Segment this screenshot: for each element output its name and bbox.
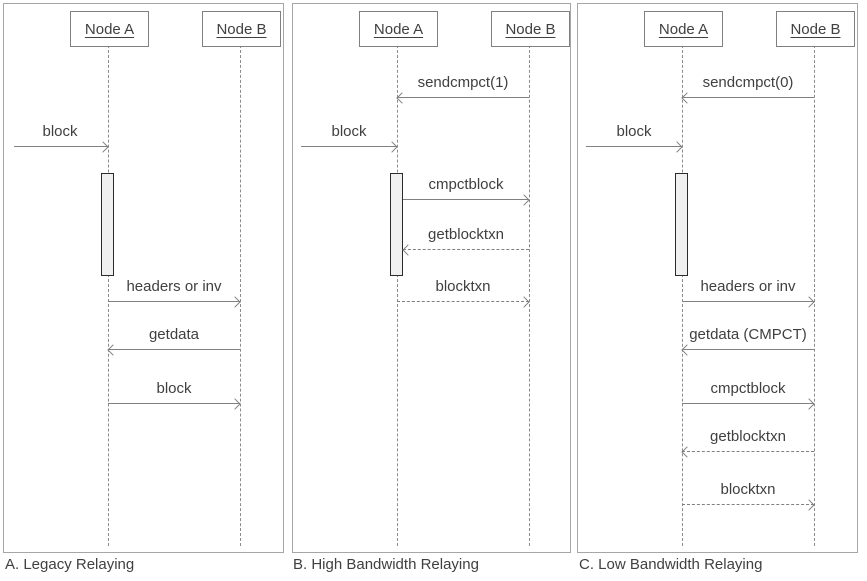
node-a-activation-bar xyxy=(101,173,114,276)
arrow-cmpctblock xyxy=(403,199,529,200)
node-a-box: Node A xyxy=(70,11,149,47)
arrow-headers-or-inv xyxy=(108,301,240,302)
caption-legacy-relaying: A. Legacy Relaying xyxy=(5,556,135,573)
arrow-sendcmpct1 xyxy=(397,97,529,98)
message-label-headers-or-inv: headers or inv xyxy=(126,278,222,295)
node-b-box: Node B xyxy=(202,11,281,47)
node-b-lifeline xyxy=(529,45,530,546)
arrow-getblocktxn xyxy=(682,451,814,452)
caption-high-bandwidth-relaying: B. High Bandwidth Relaying xyxy=(293,556,479,573)
node-a-label: Node A xyxy=(373,20,424,38)
message-label-cmpctblock: cmpctblock xyxy=(428,176,504,193)
node-a-activation-bar xyxy=(390,173,403,276)
arrow-getdata-cmpct xyxy=(682,349,814,350)
node-a-lifeline xyxy=(397,45,398,546)
message-label-cmpctblock: cmpctblock xyxy=(710,380,786,397)
message-label-blocktxn: blocktxn xyxy=(720,481,776,498)
node-a-box: Node A xyxy=(359,11,438,47)
node-b-lifeline xyxy=(814,45,815,546)
node-b-label: Node B xyxy=(790,20,841,38)
node-b-box: Node B xyxy=(776,11,855,47)
node-a-label: Node A xyxy=(658,20,709,38)
arrow-getblocktxn xyxy=(403,249,529,250)
node-a-lifeline xyxy=(682,45,683,546)
message-label-sendcmpct1: sendcmpct(1) xyxy=(417,74,509,91)
message-label-sendcmpct0: sendcmpct(0) xyxy=(702,74,794,91)
node-a-activation-bar xyxy=(675,173,688,276)
node-a-lifeline xyxy=(108,45,109,546)
caption-low-bandwidth-relaying: C. Low Bandwidth Relaying xyxy=(579,556,763,573)
arrow-sendcmpct0 xyxy=(682,97,814,98)
panel-legacy-relaying: Node A Node B block headers or inv getda… xyxy=(3,3,284,553)
node-b-box: Node B xyxy=(491,11,570,47)
message-label-getdata: getdata xyxy=(148,326,200,343)
arrow-blocktxn xyxy=(397,301,529,302)
node-a-box: Node A xyxy=(644,11,723,47)
arrow-block-in xyxy=(14,146,108,147)
arrow-block-out xyxy=(108,403,240,404)
message-label-block-in: block xyxy=(616,123,652,140)
message-label-blocktxn: blocktxn xyxy=(435,278,491,295)
message-label-getblocktxn: getblocktxn xyxy=(428,226,504,243)
panel-high-bandwidth-relaying: Node A Node B sendcmpct(1) block cmpctbl… xyxy=(292,3,571,553)
message-label-getblocktxn: getblocktxn xyxy=(710,428,786,445)
message-label-getdata-cmpct: getdata (CMPCT) xyxy=(689,326,807,343)
message-label-block-in: block xyxy=(42,123,78,140)
arrow-block-in xyxy=(586,146,682,147)
arrow-blocktxn xyxy=(682,504,814,505)
panel-low-bandwidth-relaying: Node A Node B sendcmpct(0) block headers… xyxy=(577,3,858,553)
node-b-label: Node B xyxy=(216,20,267,38)
arrow-getdata xyxy=(108,349,240,350)
message-label-block-out: block xyxy=(156,380,192,397)
arrow-block-in xyxy=(301,146,397,147)
node-b-label: Node B xyxy=(505,20,556,38)
node-a-label: Node A xyxy=(84,20,135,38)
message-label-headers-or-inv: headers or inv xyxy=(700,278,796,295)
arrow-headers-or-inv xyxy=(682,301,814,302)
arrow-cmpctblock xyxy=(682,403,814,404)
node-b-lifeline xyxy=(240,45,241,546)
message-label-block-in: block xyxy=(331,123,367,140)
